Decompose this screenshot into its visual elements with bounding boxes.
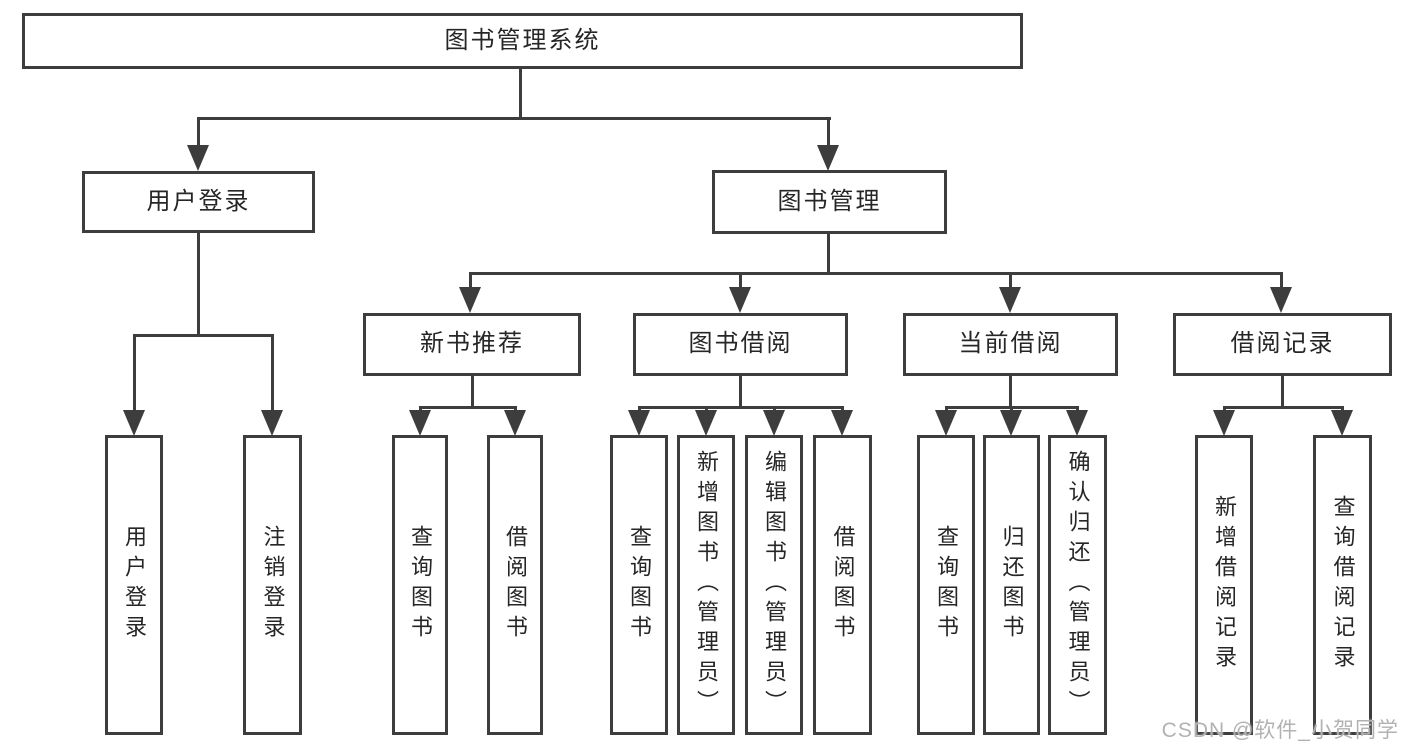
node-label: 查询图书 [934, 525, 959, 645]
connector [1223, 406, 1344, 409]
arrowhead-icon [831, 410, 853, 436]
node-label: 归还图书 [999, 525, 1025, 645]
connector [471, 376, 474, 408]
connector [133, 334, 274, 337]
connector [739, 272, 742, 289]
connector [469, 272, 472, 289]
node-new-book-recommendation: 新书推荐 [363, 313, 581, 376]
arrowhead-icon [504, 410, 526, 436]
connector [1009, 376, 1012, 408]
connector [133, 334, 136, 412]
arrowhead-icon [261, 410, 283, 436]
node-label: 注销登录 [260, 525, 286, 645]
arrowhead-icon [459, 287, 481, 313]
connector [1280, 272, 1283, 289]
node-library-system: 图书管理系统 [22, 13, 1023, 69]
connector [739, 376, 742, 408]
node-book-management: 图书管理 [712, 170, 947, 234]
arrowhead-icon [409, 410, 431, 436]
arrowhead-icon [763, 410, 785, 436]
connector [638, 406, 844, 409]
arrowhead-icon [695, 410, 717, 436]
arrowhead-icon [1270, 287, 1292, 313]
node-label: 确认归还（管理员） [1065, 450, 1091, 720]
node-borrowing-records: 借阅记录 [1173, 313, 1392, 376]
node-label: 新书推荐 [420, 330, 524, 358]
node-label: 新增图书（管理员） [694, 450, 719, 720]
node-current-borrowing: 当前借阅 [903, 313, 1118, 376]
connector [519, 69, 522, 120]
arrowhead-icon [817, 145, 839, 171]
connector [197, 117, 200, 148]
arrowhead-icon [1066, 410, 1088, 436]
leaf-add-book-admin: 新增图书（管理员） [677, 435, 735, 735]
node-label: 借阅图书 [830, 525, 856, 645]
leaf-return-books: 归还图书 [983, 435, 1040, 735]
arrowhead-icon [123, 410, 145, 436]
leaf-edit-book-admin: 编辑图书（管理员） [745, 435, 803, 735]
connector [1281, 376, 1284, 408]
connector [469, 272, 1283, 275]
arrowhead-icon [999, 287, 1021, 313]
node-label: 查询图书 [408, 525, 433, 645]
node-user-login: 用户登录 [82, 171, 315, 233]
arrowhead-icon [1213, 410, 1235, 436]
arrowhead-icon [187, 145, 209, 171]
node-label: 当前借阅 [958, 330, 1063, 358]
leaf-borrow-books: 借阅图书 [487, 435, 543, 735]
arrowhead-icon [1331, 410, 1353, 436]
connector [197, 233, 200, 336]
connector [827, 234, 830, 274]
connector [197, 117, 831, 120]
node-label: 用户登录 [146, 187, 251, 215]
connector [1009, 272, 1012, 289]
node-label: 图书管理 [777, 187, 882, 215]
node-label: 图书借阅 [688, 330, 793, 358]
leaf-logout: 注销登录 [243, 435, 302, 735]
leaf-query-borrow-record: 查询借阅记录 [1313, 435, 1372, 735]
leaf-query-books: 查询图书 [917, 435, 975, 735]
leaf-query-books: 查询图书 [392, 435, 448, 735]
connector [271, 334, 274, 412]
connector [419, 406, 517, 409]
arrowhead-icon [1000, 410, 1022, 436]
node-label: 查询借阅记录 [1330, 495, 1356, 675]
node-label: 新增借阅记录 [1212, 495, 1237, 675]
node-book-borrowing: 图书借阅 [633, 313, 848, 376]
connector [827, 117, 830, 148]
node-label: 查询图书 [627, 525, 652, 645]
leaf-user-login: 用户登录 [105, 435, 163, 735]
node-label: 编辑图书（管理员） [762, 450, 787, 720]
leaf-query-books: 查询图书 [610, 435, 668, 735]
node-label: 图书管理系统 [444, 26, 601, 54]
watermark: CSDN @软件_小贺同学 [1161, 719, 1399, 742]
leaf-confirm-return-admin: 确认归还（管理员） [1048, 435, 1107, 735]
node-label: 用户登录 [122, 525, 147, 645]
leaf-add-borrow-record: 新增借阅记录 [1195, 435, 1253, 735]
arrowhead-icon [628, 410, 650, 436]
arrowhead-icon [935, 410, 957, 436]
arrowhead-icon [729, 287, 751, 313]
node-label: 借阅记录 [1230, 330, 1335, 358]
leaf-borrow-books: 借阅图书 [813, 435, 872, 735]
node-label: 借阅图书 [503, 525, 528, 645]
